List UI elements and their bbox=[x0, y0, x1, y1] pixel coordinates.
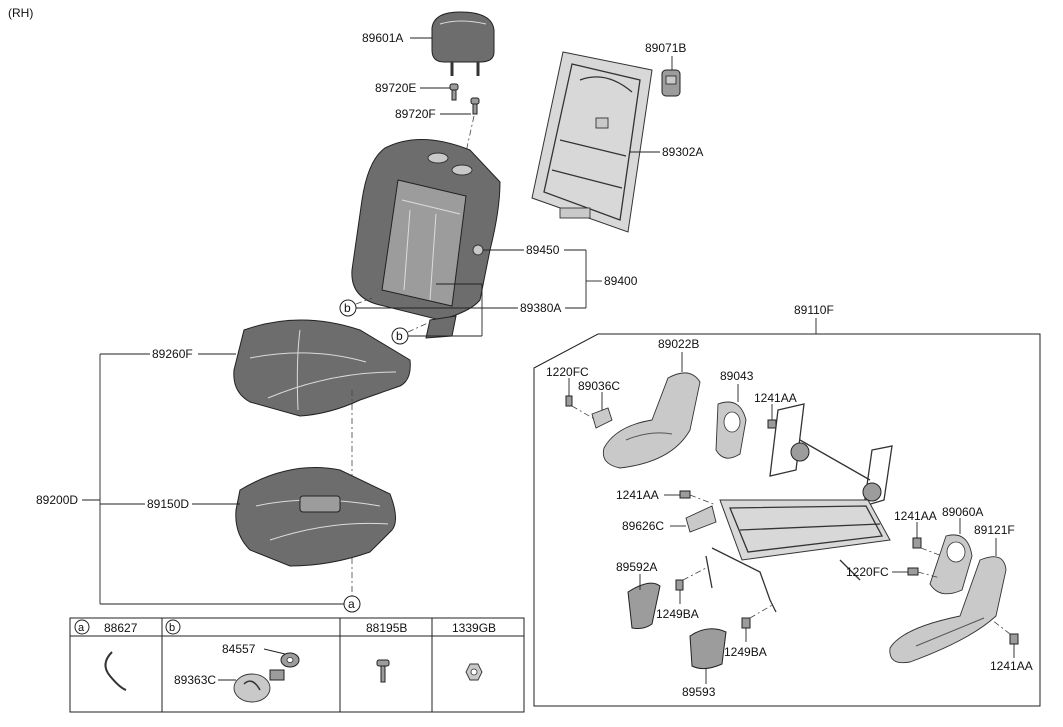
bolt-1249BA-right bbox=[741, 617, 751, 629]
legend-letter-b: b bbox=[169, 622, 175, 634]
cover-89593 bbox=[689, 628, 727, 670]
label-89380A: 89380A bbox=[520, 301, 561, 315]
bolt-1241AA-right-upper bbox=[912, 537, 922, 549]
label-89626C: 89626C bbox=[622, 519, 664, 533]
bolt-1249BA-left bbox=[675, 579, 684, 591]
label-89593: 89593 bbox=[682, 685, 716, 699]
bolt-1241AA-middle bbox=[679, 490, 691, 499]
bolt-1241AA-lower-right bbox=[1009, 633, 1019, 645]
clip-89071B bbox=[661, 69, 681, 97]
cover-89626C bbox=[685, 505, 717, 533]
seat-cushion-cover bbox=[233, 319, 411, 417]
legend-part-84557: 84557 bbox=[222, 642, 256, 656]
seat-cushion-pad bbox=[235, 467, 396, 567]
label-89601A: 89601A bbox=[362, 31, 403, 45]
label-89043: 89043 bbox=[720, 369, 754, 383]
legend-letter-a: a bbox=[78, 622, 85, 634]
screw-1220FC-right bbox=[907, 567, 919, 576]
outer-shield-89022B bbox=[602, 372, 701, 469]
label-89592A: 89592A bbox=[616, 560, 657, 574]
label-89200D: 89200D bbox=[36, 493, 78, 507]
cover-89036C bbox=[591, 407, 613, 429]
legend-part-1339GB: 1339GB bbox=[452, 621, 496, 635]
label-89150D: 89150D bbox=[147, 497, 189, 511]
legend-table bbox=[69, 617, 525, 713]
label-89060A: 89060A bbox=[942, 505, 983, 519]
callout-a: a bbox=[348, 597, 355, 611]
grommet-84557 bbox=[280, 652, 300, 668]
label-89450: 89450 bbox=[526, 243, 560, 257]
hook-89363C bbox=[233, 669, 285, 703]
cover-89043 bbox=[715, 401, 747, 459]
seatback-cushion bbox=[351, 139, 501, 339]
headrest bbox=[431, 11, 495, 76]
label-89121F: 89121F bbox=[974, 523, 1015, 537]
legend-part-89363C: 89363C bbox=[174, 673, 216, 687]
label-1220FC-right: 1220FC bbox=[846, 565, 889, 579]
label-1220FC-left: 1220FC bbox=[546, 365, 589, 379]
label-89260F: 89260F bbox=[152, 347, 193, 361]
callout-b-lower: b bbox=[396, 329, 403, 343]
cover-89060A bbox=[929, 534, 973, 595]
label-89022B: 89022B bbox=[658, 337, 699, 351]
nut-1339GB bbox=[465, 663, 483, 681]
screw-1220FC-left bbox=[565, 395, 573, 407]
seatback-frame bbox=[531, 51, 653, 233]
label-1241AA-upper: 1241AA bbox=[754, 391, 797, 405]
label-1249BA-left: 1249BA bbox=[656, 607, 699, 621]
cap-89450 bbox=[472, 244, 484, 256]
label-89400: 89400 bbox=[604, 274, 638, 288]
cover-89592A bbox=[627, 582, 661, 629]
outer-shield-89121F bbox=[889, 556, 1007, 664]
label-1249BA-right: 1249BA bbox=[724, 645, 767, 659]
legend-part-88195B: 88195B bbox=[366, 621, 407, 635]
bolt-1241AA-upper bbox=[767, 419, 777, 429]
label-89720E: 89720E bbox=[375, 81, 416, 95]
screw-88195B bbox=[376, 659, 390, 683]
callout-b-upper: b bbox=[344, 301, 351, 315]
wire-clip-88627 bbox=[104, 651, 127, 691]
label-89110F: 89110F bbox=[794, 303, 834, 317]
label-89720F: 89720F bbox=[395, 107, 436, 121]
side-indicator: (RH) bbox=[8, 6, 33, 20]
legend-part-88627: 88627 bbox=[104, 621, 138, 635]
label-1241AA-right-upper: 1241AA bbox=[894, 509, 937, 523]
label-89071B: 89071B bbox=[645, 41, 686, 55]
label-1241AA-middle: 1241AA bbox=[616, 488, 659, 502]
label-1241AA-lower-right: 1241AA bbox=[990, 659, 1033, 673]
frame-assembly-box bbox=[533, 333, 1041, 707]
headrest-guide-89720E bbox=[449, 83, 459, 101]
seat-frame-89110F bbox=[705, 403, 893, 613]
headrest-guide-89720F bbox=[470, 97, 480, 115]
label-89036C: 89036C bbox=[578, 379, 620, 393]
label-89302A: 89302A bbox=[662, 145, 703, 159]
